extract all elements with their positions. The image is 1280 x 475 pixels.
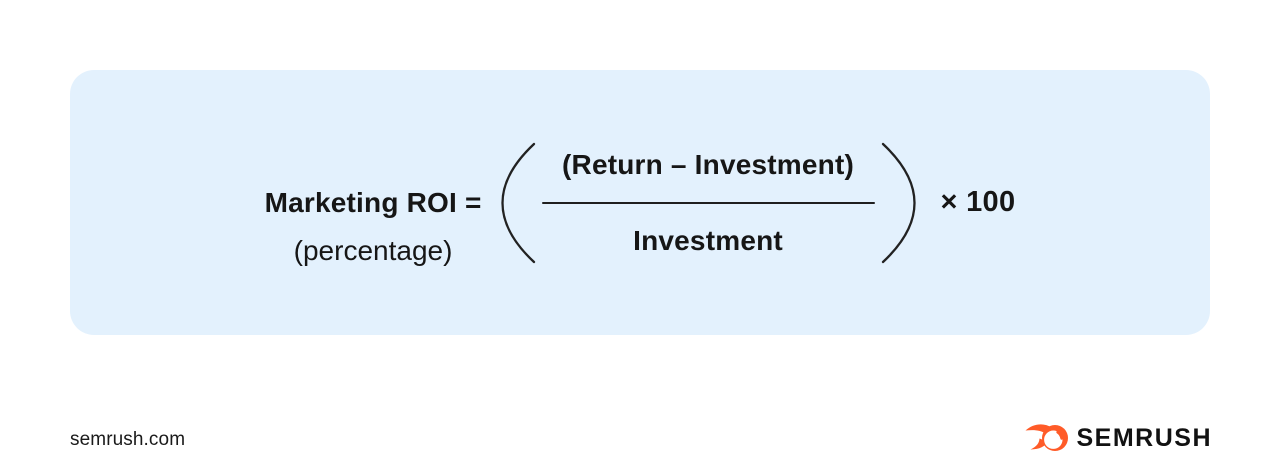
formula-panel: Marketing ROI = (percentage) (Return – I… bbox=[70, 70, 1210, 335]
website-url: semrush.com bbox=[70, 429, 186, 450]
fraction: (Return – Investment) Investment bbox=[541, 148, 875, 258]
semrush-wordmark: SEMRUSH bbox=[1076, 424, 1212, 452]
fraction-numerator: (Return – Investment) bbox=[562, 148, 855, 180]
fraction-denominator: Investment bbox=[633, 224, 783, 256]
semrush-logo: SEMRUSH bbox=[1024, 421, 1212, 455]
roi-formula: Marketing ROI = (percentage) (Return – I… bbox=[70, 70, 1210, 335]
semrush-flame-icon bbox=[1025, 424, 1069, 451]
fraction-bar bbox=[541, 201, 875, 204]
formula-label: Marketing ROI = (percentage) bbox=[265, 186, 482, 268]
formula-multiplier: × 100 bbox=[940, 186, 1016, 218]
formula-label-line2: (percentage) bbox=[293, 234, 453, 266]
left-parenthesis-icon bbox=[501, 142, 535, 263]
formula-label-line1: Marketing ROI = bbox=[264, 186, 482, 218]
right-parenthesis-icon bbox=[881, 142, 915, 263]
